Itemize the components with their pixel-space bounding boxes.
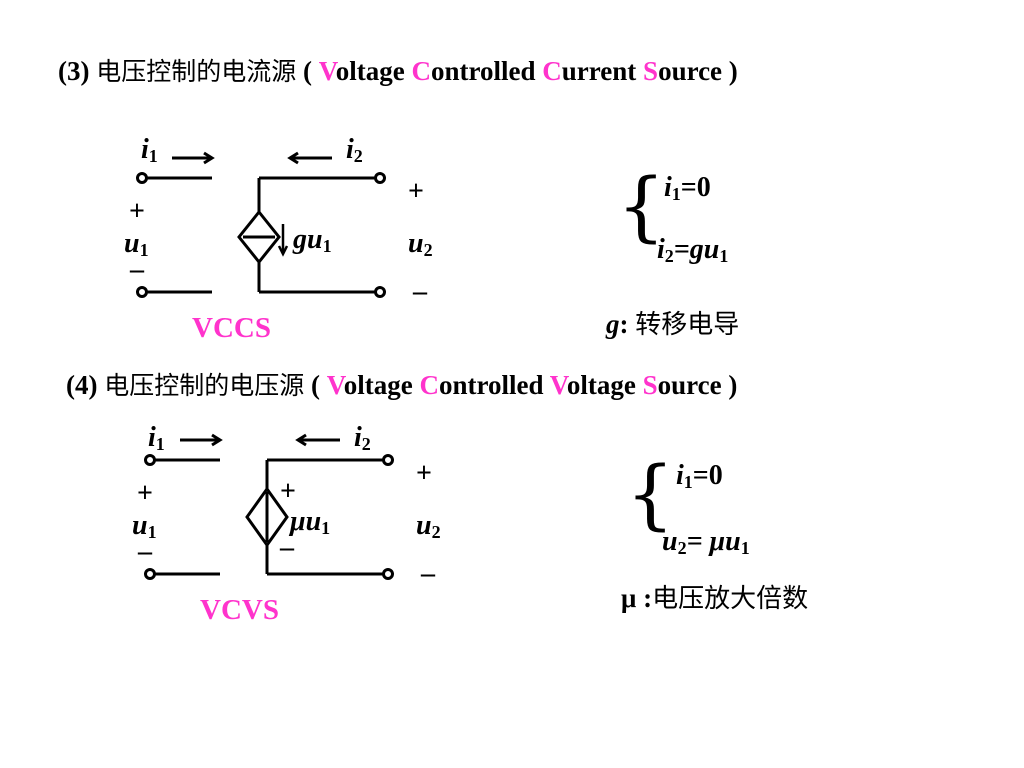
vccs-heading-word: ource ) [658,56,738,86]
vcvs-heading-number: (4) [66,370,105,400]
vccs-u2-minus: – [413,276,427,307]
vcvs-u1-plus: + [137,478,153,509]
vcvs-terminal [382,568,394,580]
vccs-terminal [374,286,386,298]
vcvs-heading-word: oltage [566,370,643,400]
vcvs-i1-label: i1 [148,422,165,454]
vccs-heading-chinese: 电压控制的电流源 [96,57,297,86]
vcvs-u1-minus: – [138,536,152,567]
vccs-terminal [136,286,148,298]
vcvs-u2-plus: + [416,458,432,489]
vccs-note: g: 转移电导 [606,309,740,340]
vccs-i1-label: i1 [141,134,158,166]
vccs-equation-brace: { [617,161,666,250]
vccs-heading-paren: ( [296,56,319,86]
vcvs-heading-initial: C [419,370,440,400]
vcvs-note: μ :电压放大倍数 [621,583,809,614]
vcvs-heading-initial: S [642,370,658,400]
vcvs-i1-arrowhead [211,433,223,447]
vccs-heading-word: ontrolled [431,56,543,86]
vcvs-source-label: μu1 [290,506,331,538]
vccs-heading-word: urrent [561,56,644,86]
vcvs-circuit [144,433,394,580]
vccs-u1-label: u1 [124,228,149,260]
vccs-equation-2: i2=gu1 [657,234,729,266]
vcvs-heading: (4) 电压控制的电压源 ( Voltage Controlled Voltag… [66,366,737,402]
vcvs-heading-chinese: 电压控制的电压源 [104,371,305,400]
vccs-u2-label: u2 [408,228,433,260]
vcvs-i2-label: i2 [354,422,371,454]
vccs-terminal [374,172,386,184]
vcvs-heading-paren: ( [304,370,327,400]
vccs-heading-initial: C [411,56,432,86]
vcvs-equation-brace: { [626,449,675,538]
vccs-name: VCCS [192,312,271,344]
vcvs-source-plus: + [280,476,296,507]
vcvs-i2-arrowhead [295,433,307,447]
vccs-source-current-arrowhead [277,245,289,257]
vccs-terminal [136,172,148,184]
vcvs-voltage-source-symbol [245,486,289,548]
vccs-heading-initial: C [542,56,562,86]
vcvs-terminal [382,454,394,466]
vccs-i2-arrowhead [287,151,299,165]
vcvs-heading-word: oltage [343,370,420,400]
vcvs-heading-initial: V [326,370,344,400]
vcvs-heading-initial: V [549,370,567,400]
vcvs-source-minus: – [280,532,294,563]
vcvs-terminal [144,454,156,466]
vccs-u2-plus: + [408,176,424,207]
vccs-i2-label: i2 [346,134,363,166]
vcvs-u1-label: u1 [132,510,157,542]
vccs-current-source-symbol [237,209,281,265]
vcvs-u2-label: u2 [416,510,441,542]
vccs-circuit [136,151,386,298]
vcvs-name: VCVS [200,594,279,626]
vccs-heading-number: (3) [58,56,97,86]
vccs-heading-initial: V [318,56,336,86]
vccs-equation-1: i1=0 [664,172,711,204]
vcvs-equation-2: u2= μu1 [662,526,750,558]
vccs-i1-arrowhead [203,151,215,165]
vccs-heading-initial: S [643,56,659,86]
vccs-u1-minus: – [130,254,144,285]
vcvs-terminal [144,568,156,580]
vcvs-heading-word: ource ) [657,370,738,400]
vccs-heading-word: oltage [335,56,412,86]
vccs-u1-plus: + [129,196,145,227]
vccs-heading: (3) 电压控制的电流源 ( Voltage Controlled Curren… [58,52,738,88]
vcvs-equation-1: i1=0 [676,460,723,492]
vccs-source-label: gu1 [293,224,332,256]
vcvs-u2-minus: – [421,558,435,589]
vcvs-heading-word: ontrolled [439,370,550,400]
